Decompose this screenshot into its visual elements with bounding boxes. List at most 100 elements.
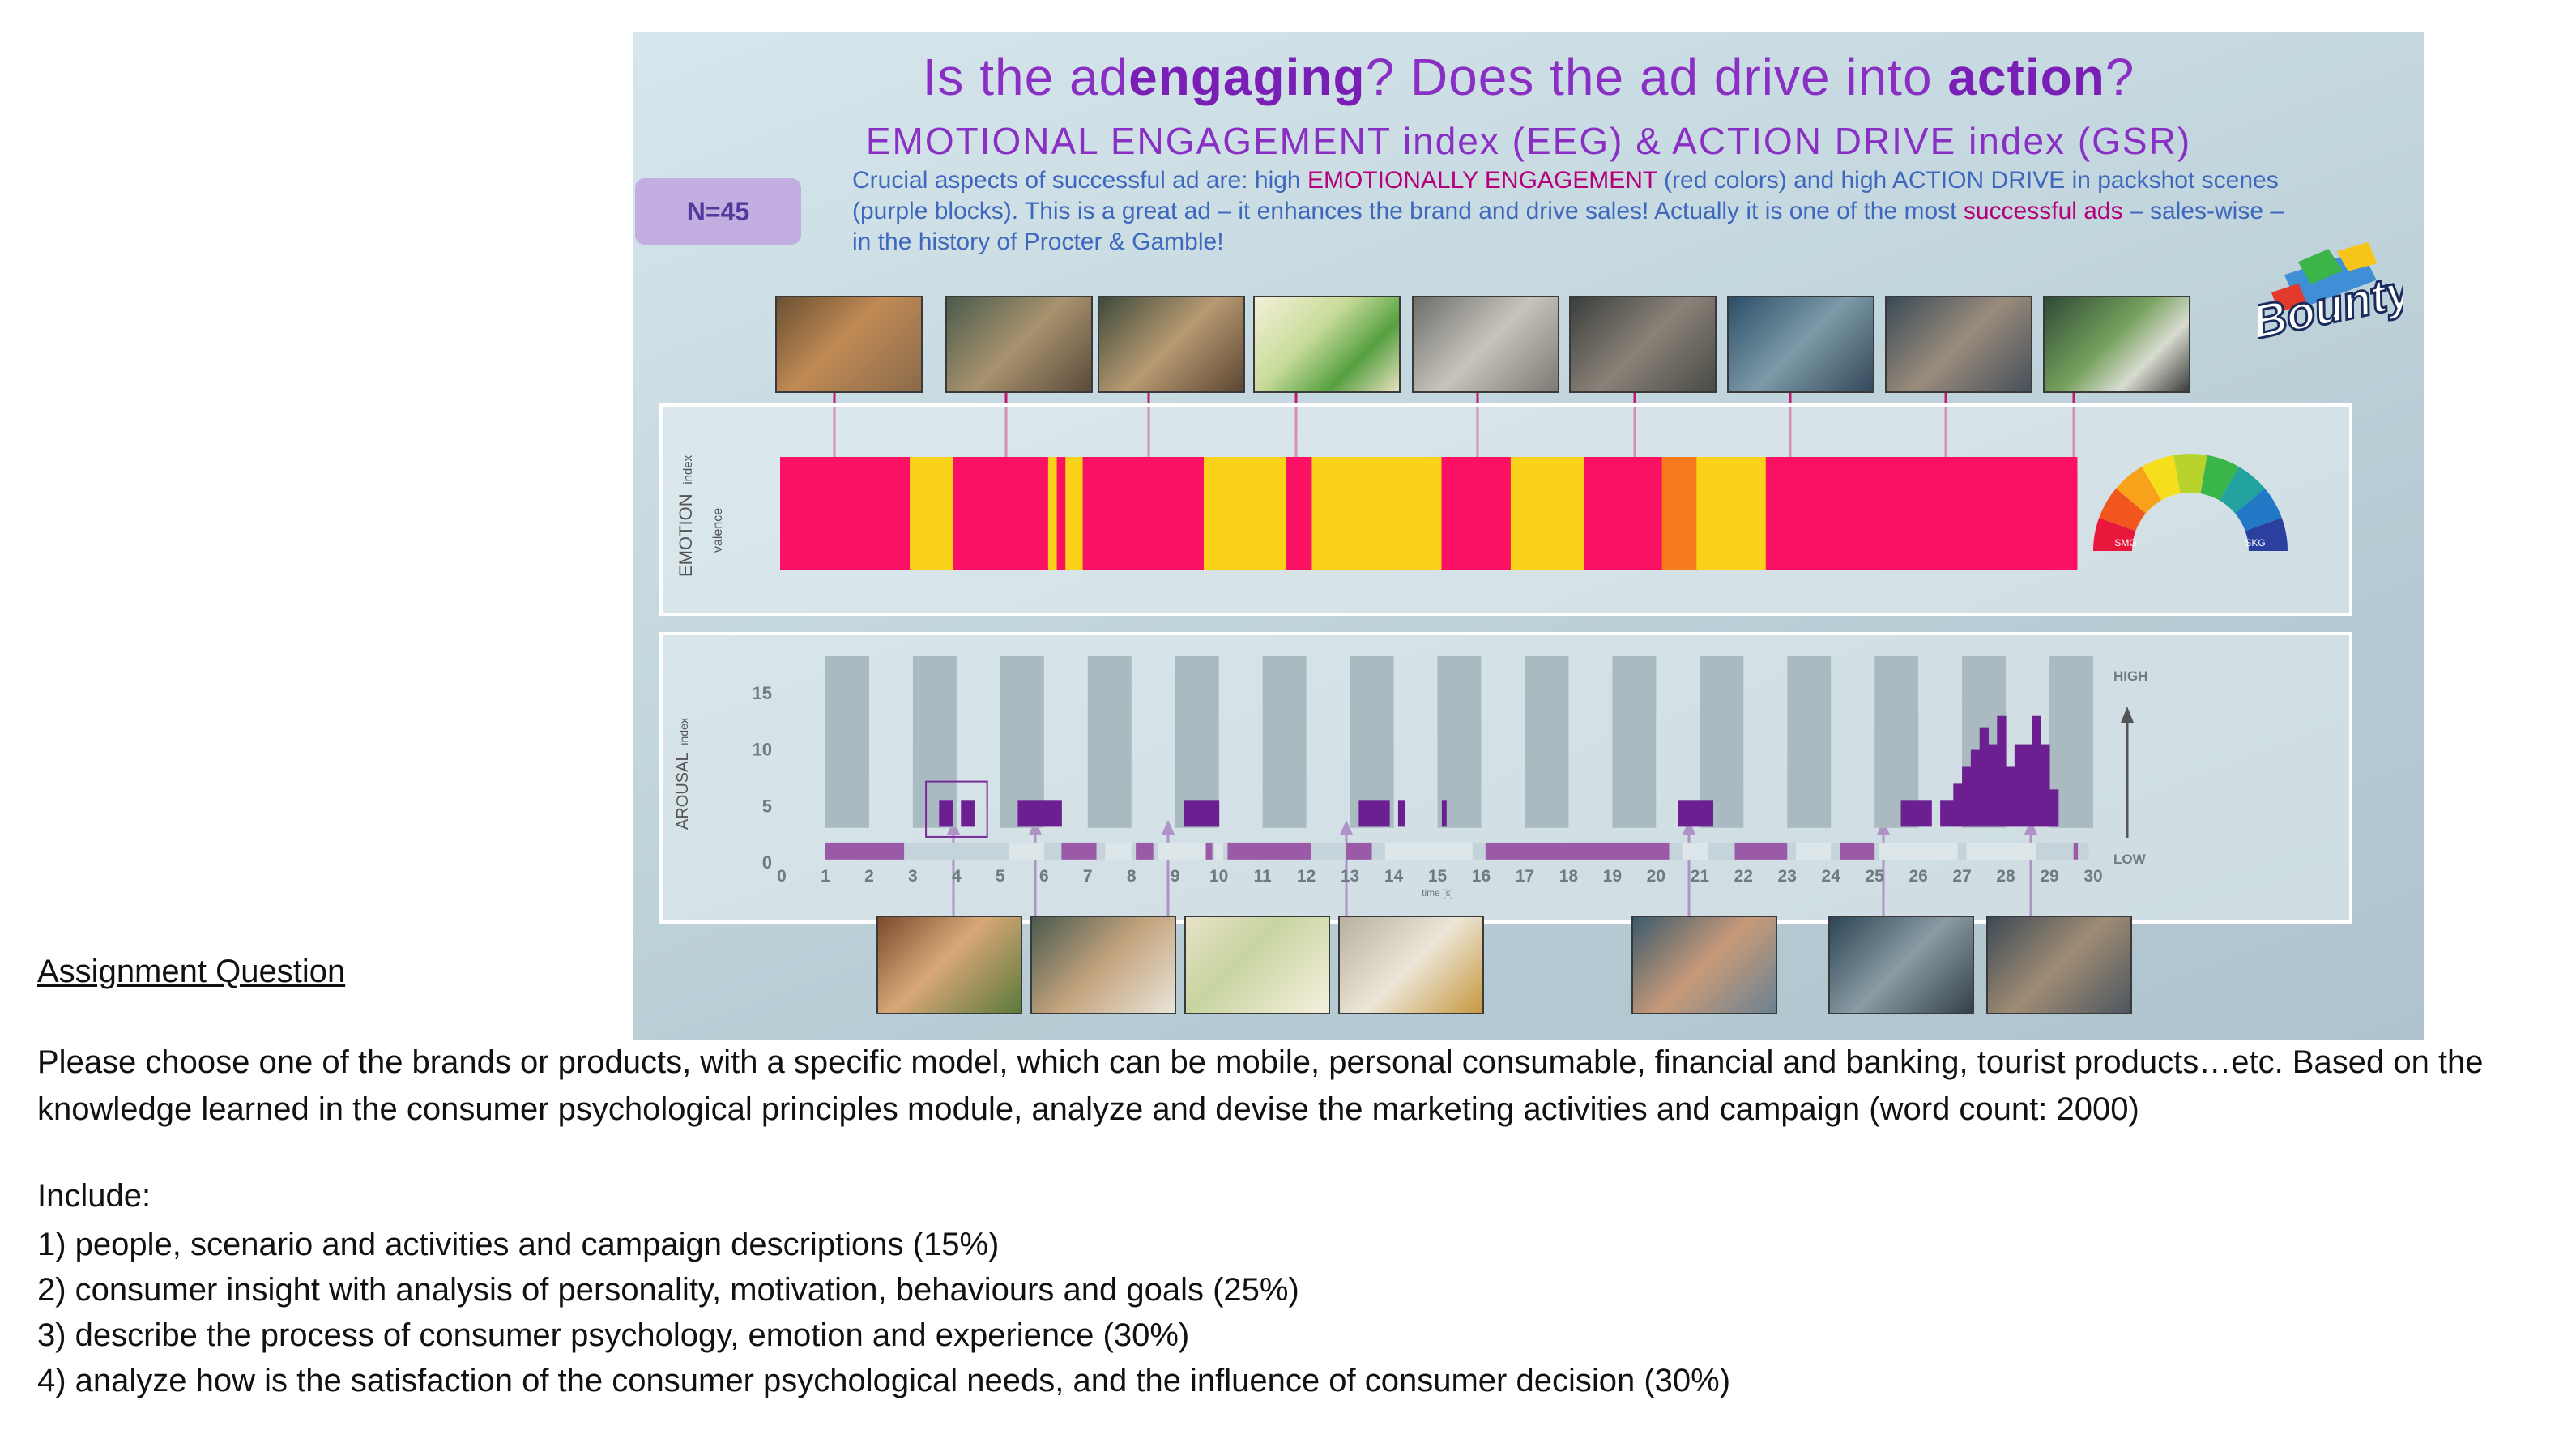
- y-tick-label: 0: [762, 852, 772, 873]
- gauge-segment: [2093, 517, 2136, 551]
- time-column: [1000, 656, 1044, 828]
- x-tick-label: 16: [1472, 867, 1491, 886]
- arrow-head: [2121, 707, 2134, 723]
- x-tick-label: 4: [952, 867, 962, 886]
- light-block: [1879, 842, 1958, 860]
- packshot-block: [2073, 842, 2079, 860]
- thumbnail: [945, 296, 1093, 393]
- thumbnail: [1338, 916, 1484, 1014]
- title-bold-action: action: [1947, 48, 2105, 106]
- bounty-logo: Bounty: [2258, 241, 2403, 350]
- x-tick-label: 27: [1952, 867, 1971, 886]
- thumbnail: [1569, 296, 1717, 393]
- arousal-bar: [1017, 800, 1062, 827]
- desc-text: Crucial aspects of successful ad are: hi…: [852, 167, 1307, 194]
- x-tick-label: 20: [1647, 867, 1665, 886]
- arousal-bar: [1962, 766, 1972, 827]
- gauge-segment: [2173, 454, 2207, 494]
- arousal-bar: [1900, 800, 1932, 827]
- light-block: [1682, 842, 1709, 860]
- list-item: 1) people, scenario and activities and c…: [37, 1227, 1000, 1262]
- arousal-bar: [2023, 744, 2032, 827]
- packshot-block: [1485, 842, 1670, 860]
- thumbnail: [1727, 296, 1874, 393]
- x-tick-label: 24: [1822, 867, 1841, 886]
- emotion-segment: [780, 457, 911, 570]
- arousal-bar: [1970, 749, 1981, 827]
- list-item: 3) describe the process of consumer psyc…: [37, 1317, 1190, 1353]
- time-column: [1525, 656, 1569, 828]
- emotion-segment: [1286, 457, 1312, 570]
- packshot-block: [1136, 842, 1154, 860]
- thumbnail: [775, 296, 923, 393]
- desc-highlight: successful ads: [1963, 198, 2123, 224]
- time-column: [1700, 656, 1744, 828]
- title-part: ? Does the ad drive into: [1365, 48, 1948, 106]
- emotion-segment: [1510, 457, 1585, 570]
- light-block: [1158, 842, 1206, 860]
- gauge-segment: [2235, 488, 2282, 532]
- x-tick-label: 3: [908, 867, 918, 886]
- arousal-bar: [961, 800, 975, 827]
- x-tick-label: 15: [1428, 867, 1448, 886]
- x-tick-label: 5: [996, 867, 1005, 886]
- slide-subtitle: EMOTIONAL ENGAGEMENT index (EEG) & ACTIO…: [865, 120, 2192, 162]
- assignment-body: Please choose one of the brands or produ…: [37, 1044, 2484, 1127]
- packshot-block: [1205, 842, 1213, 860]
- gauge-segment: [2099, 488, 2146, 532]
- x-tick-label: 22: [1734, 867, 1753, 886]
- thumbnail: [1253, 296, 1401, 393]
- low-label: LOW: [2113, 852, 2147, 867]
- requirements-list: 1) people, scenario and activities and c…: [37, 1222, 1730, 1403]
- emotion-heatmap: SMG SKG: [780, 454, 2288, 570]
- top-thumbnail-strip: [775, 296, 2190, 393]
- slide-description: Crucial aspects of successful ad are: hi…: [852, 165, 2302, 258]
- sample-size-badge: N=45: [635, 178, 801, 245]
- x-tick-label: 30: [2083, 867, 2102, 886]
- slide-image: Is the ad engaging ? Does the ad drive i…: [633, 32, 2424, 1040]
- arousal-bar: [1997, 715, 2007, 827]
- x-tick-label: 11: [1254, 867, 1273, 886]
- emotion-segment: [1311, 457, 1443, 570]
- thumbnail: [876, 916, 1022, 1014]
- thumbnail: [1184, 916, 1330, 1014]
- x-tick-label: 6: [1039, 867, 1049, 886]
- thumbnail: [1030, 916, 1176, 1014]
- time-column: [912, 656, 957, 828]
- arousal-bar: [2014, 744, 2024, 827]
- include-label: Include:: [37, 1178, 151, 1214]
- title-part: ?: [2105, 48, 2135, 106]
- arousal-bar: [2049, 789, 2059, 827]
- light-block: [1009, 842, 1044, 860]
- y-tick-label: 15: [753, 683, 772, 703]
- time-column: [1437, 656, 1482, 828]
- gauge-segment: [2200, 455, 2239, 501]
- arousal-bar: [1953, 783, 1963, 827]
- emotion-gauge: SMG SKG: [2093, 454, 2288, 551]
- slide-title: Is the ad engaging ? Does the ad drive i…: [633, 32, 2424, 122]
- gauge-segment: [2142, 455, 2181, 501]
- list-item: 4) analyze how is the satisfaction of th…: [37, 1363, 1731, 1398]
- y-tick-label: 10: [753, 740, 772, 760]
- arousal-bar: [2032, 715, 2041, 827]
- x-tick-label: 1: [821, 867, 830, 886]
- gauge-segment: [2116, 467, 2161, 514]
- emotion-segment: [1203, 457, 1286, 570]
- time-column: [1262, 656, 1307, 828]
- packshot-block: [1346, 842, 1372, 860]
- assignment-title: Assignment Question: [37, 954, 346, 989]
- packshot-block: [1734, 842, 1788, 860]
- x-axis-title: time [s]: [1422, 887, 1453, 899]
- emotion-segment: [1056, 457, 1066, 570]
- gauge-label: SKG: [2245, 537, 2265, 549]
- gauge-label: SMG: [2114, 537, 2136, 549]
- time-column: [1175, 656, 1219, 828]
- x-tick-label: 19: [1603, 867, 1622, 886]
- x-tick-label: 29: [2040, 867, 2058, 886]
- packshot-block: [1839, 842, 1875, 860]
- x-tick-label: 28: [1996, 867, 2015, 886]
- x-tick-label: 26: [1909, 867, 1927, 886]
- thumbnail: [1885, 296, 2032, 393]
- x-tick-label: 25: [1865, 867, 1884, 886]
